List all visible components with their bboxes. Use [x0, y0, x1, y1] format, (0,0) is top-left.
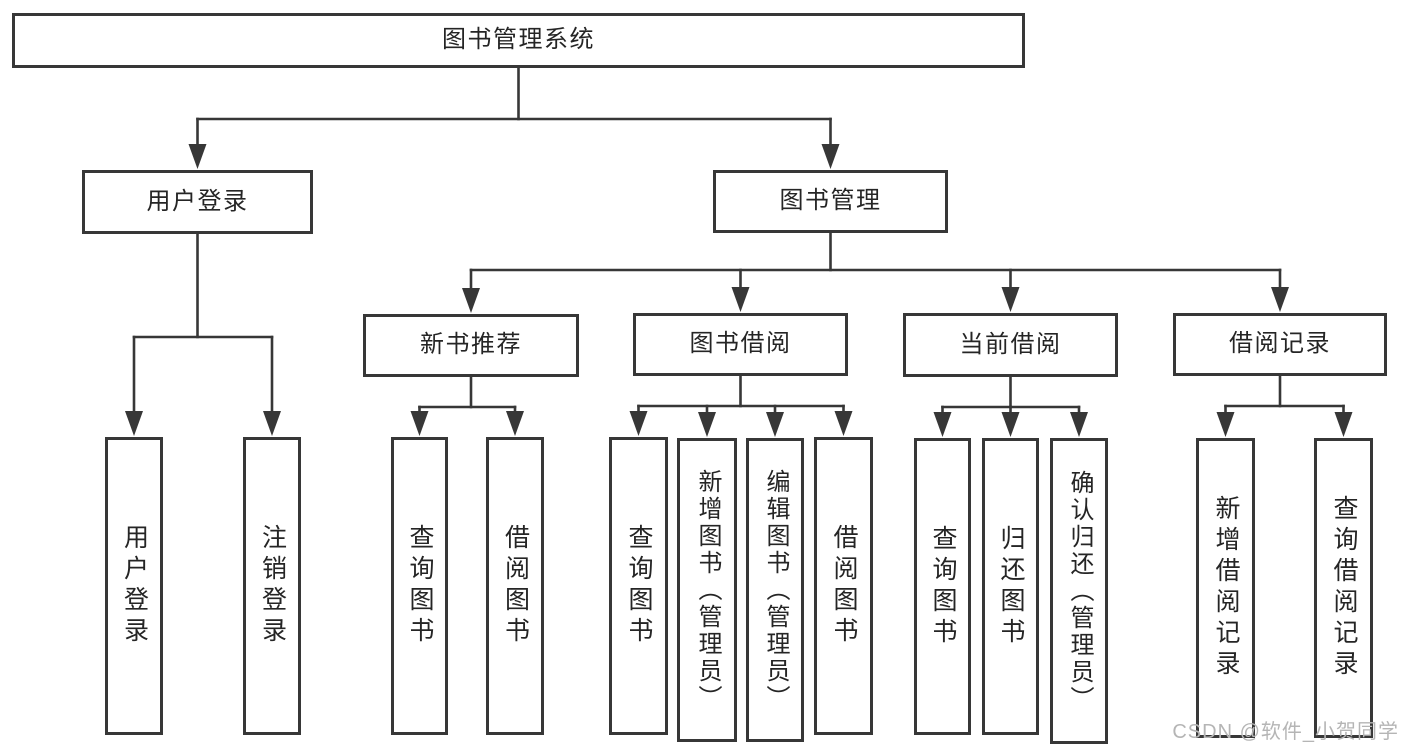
node-leaf-user-login: 用户登录 [105, 437, 163, 735]
node-cb-return: 归还图书 [982, 438, 1039, 735]
arrowhead-icon [263, 411, 281, 436]
node-label-book-mgmt: 图书管理 [779, 187, 882, 215]
node-label-br-query: 查询借阅记录 [1330, 495, 1358, 681]
node-label-nbr-borrow: 借阅图书 [501, 524, 530, 648]
node-label-current-borrow: 当前借阅 [959, 330, 1062, 358]
node-book-borrow: 图书借阅 [633, 313, 848, 376]
node-nbr-borrow: 借阅图书 [486, 437, 544, 735]
node-nbr-query: 查询图书 [391, 437, 448, 735]
node-label-br-add: 新增借阅记录 [1212, 495, 1240, 681]
node-borrow-records: 借阅记录 [1173, 313, 1387, 376]
node-label-root: 图书管理系统 [442, 26, 595, 54]
node-label-bb-borrow: 借阅图书 [830, 524, 858, 648]
arrowhead-icon [821, 144, 840, 169]
node-user-login: 用户登录 [82, 170, 313, 234]
node-label-leaf-logout: 注销登录 [258, 524, 287, 648]
arrowhead-icon [1216, 412, 1235, 437]
arrowhead-icon [125, 411, 143, 436]
arrowhead-icon [933, 412, 952, 437]
node-label-new-book-rec: 新书推荐 [420, 331, 522, 359]
node-new-book-rec: 新书推荐 [363, 314, 579, 377]
arrowhead-icon [188, 144, 207, 169]
node-bb-borrow: 借阅图书 [814, 437, 873, 735]
node-label-user-login: 用户登录 [146, 187, 249, 215]
node-label-cb-return: 归还图书 [997, 524, 1025, 649]
csdn-watermark: CSDN @软件_小贺同学 [1172, 721, 1399, 743]
node-label-bb-query: 查询图书 [625, 524, 653, 648]
arrowhead-icon [1070, 412, 1088, 437]
node-label-bb-add: 新增图书（管理员） [694, 468, 721, 712]
arrowhead-icon [1001, 412, 1020, 437]
node-cb-confirm: 确认归还（管理员） [1050, 438, 1108, 744]
node-current-borrow: 当前借阅 [903, 313, 1118, 377]
node-br-add: 新增借阅记录 [1196, 438, 1255, 738]
node-cb-query: 查询图书 [914, 438, 971, 735]
node-label-bb-edit: 编辑图书（管理员） [762, 468, 789, 712]
arrowhead-icon [1334, 412, 1353, 437]
node-leaf-logout: 注销登录 [243, 437, 301, 735]
arrowhead-icon [1001, 287, 1020, 312]
arrowhead-icon [1271, 287, 1289, 312]
node-br-query: 查询借阅记录 [1314, 438, 1373, 738]
node-label-leaf-user-login: 用户登录 [120, 524, 149, 648]
node-bb-query: 查询图书 [609, 437, 668, 735]
node-label-cb-confirm: 确认归还（管理员） [1066, 469, 1093, 713]
node-label-nbr-query: 查询图书 [406, 524, 434, 648]
arrowhead-icon [731, 287, 750, 312]
node-bb-edit: 编辑图书（管理员） [746, 438, 804, 742]
arrowhead-icon [766, 412, 784, 437]
node-label-borrow-records: 借阅记录 [1229, 330, 1331, 358]
node-book-mgmt: 图书管理 [713, 170, 948, 233]
node-label-book-borrow: 图书借阅 [689, 330, 792, 358]
arrowhead-icon [410, 411, 429, 436]
node-label-cb-query: 查询图书 [929, 524, 957, 649]
arrowhead-icon [834, 411, 853, 436]
node-root: 图书管理系统 [12, 13, 1025, 68]
arrowhead-icon [506, 411, 524, 436]
arrowhead-icon [629, 411, 648, 436]
arrowhead-icon [462, 288, 480, 313]
arrowhead-icon [698, 412, 716, 437]
node-bb-add: 新增图书（管理员） [677, 438, 737, 742]
